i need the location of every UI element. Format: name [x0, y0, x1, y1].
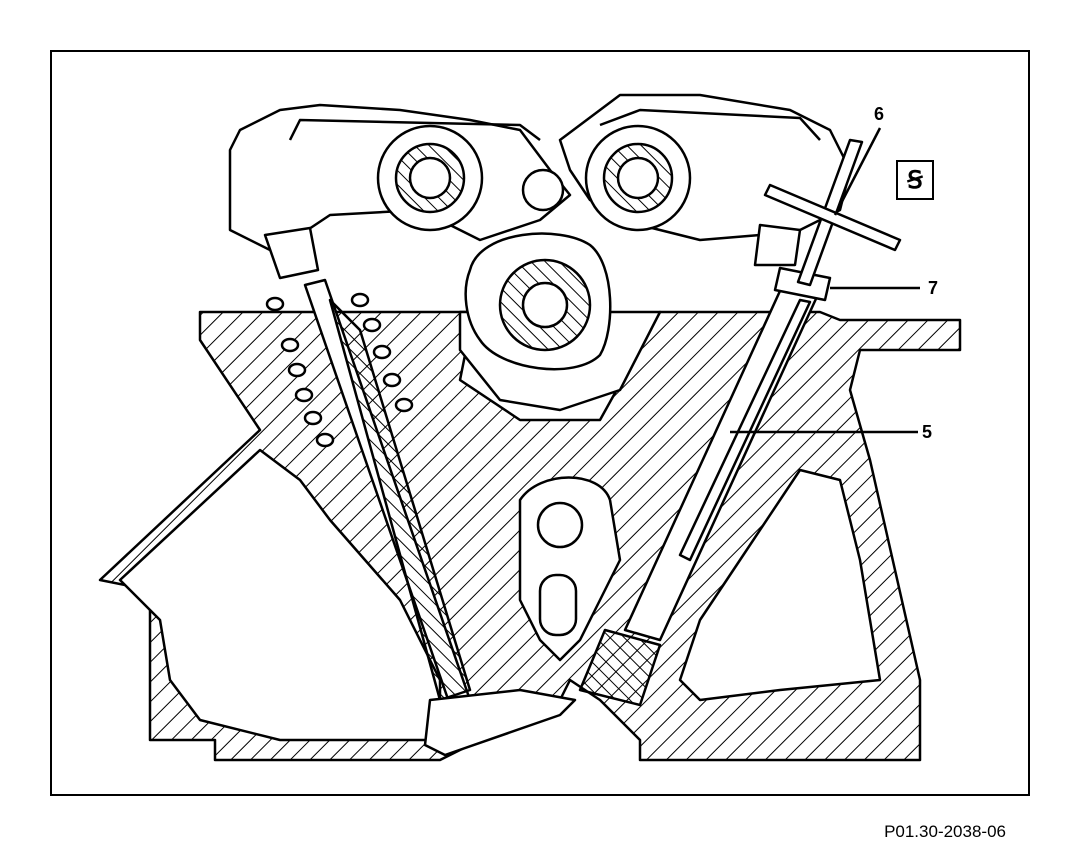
- oil-slot: [538, 573, 578, 637]
- callout-5: 5: [922, 422, 933, 442]
- valve-spring-left: [265, 292, 414, 448]
- callout-6: 6: [874, 104, 885, 124]
- right-camshaft-bore: [616, 156, 660, 200]
- drawing-frame: [50, 50, 1030, 796]
- valve-retainer-left: [263, 226, 320, 280]
- oil-pin: [521, 168, 565, 212]
- left-camshaft-bore: [408, 156, 452, 200]
- leader-line-6: [833, 127, 882, 216]
- oil-bore: [536, 501, 584, 549]
- rocker-top-bar-left: [288, 118, 541, 141]
- tool-threaded-end: [578, 628, 662, 707]
- valve-guide-left: [328, 298, 472, 702]
- special-tool-shaft: [678, 298, 812, 562]
- rocker-top-bar-right: [599, 108, 821, 141]
- valve-head-left: [423, 688, 577, 757]
- exhaust-port: [678, 468, 882, 702]
- valve-retainer-right: [753, 223, 802, 267]
- callout-7: 7: [928, 278, 939, 298]
- t-handle: [763, 183, 902, 252]
- special-tool-icon: Ꞩ: [896, 160, 934, 200]
- center-shaft-bore: [521, 281, 569, 329]
- reference-code: P01.30-2038-06: [884, 822, 1006, 841]
